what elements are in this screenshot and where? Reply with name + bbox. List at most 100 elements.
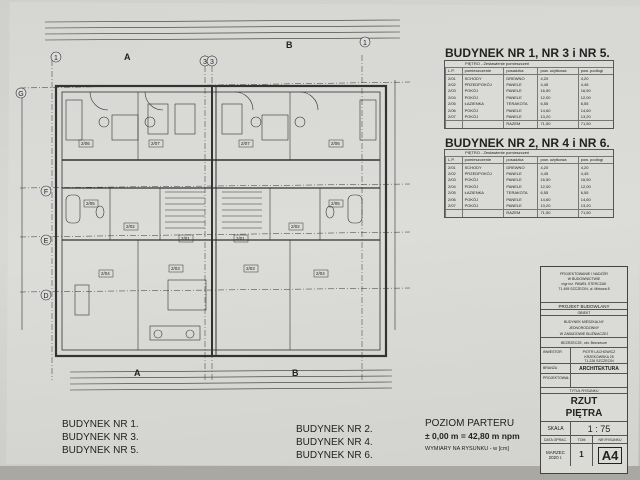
table-cell: 4,45 [577,81,613,89]
room-number: 2/07 [151,141,160,146]
table-cell: 2/06 [445,196,463,203]
room-label-box [238,139,254,148]
sheet-number: A4 [597,446,623,464]
table-caption: PIĘTRO - Zestawienie pomieszczeń [445,150,613,157]
table-cell: 13,20 [577,113,613,121]
column-header: pow. podłogi [577,68,613,76]
drawing-title: RZUT PIĘTRA [541,394,627,422]
table-cell: DREWNO [503,163,538,171]
table-cell: 2/03 [445,88,463,95]
table-cell: POKÓJ [461,177,504,184]
object-description: BUDYNEK MIESZKALNY JEDNORODZINNY W ZABUD… [541,316,627,338]
table-cell: DREWNO [503,74,538,82]
column-header: pow. podłogi [577,157,613,165]
level-title: POZIOM PARTERU [425,418,515,429]
building-label: BUDYNEK NR 1. [62,419,139,430]
total-usable: 71,50 [537,209,579,217]
table-cell: PANELE [503,202,538,210]
table-cell: 16,50 [537,177,579,184]
table-cell: 2/02 [445,81,463,89]
section-marker-a: A [124,52,131,62]
room-number: 2/02 [126,224,135,229]
total-usable: 71,50 [537,120,579,128]
axis-marker: F [40,185,52,197]
room-number: 2/03 [171,266,180,271]
room-label-box [328,199,344,208]
svg-text:1: 1 [54,55,58,62]
section-marker-b: B [286,40,293,50]
building-label: BUDYNEK NR 6. [296,450,373,461]
level-info: POZIOM PARTERU ± 0,00 m = 42,80 m npm WY… [425,418,520,452]
volume: 1 [571,444,593,466]
investor-line: 71-226 SZCZECIN [584,359,614,363]
object-line: W ZABUDOWIE BLIŹNIACZEJ [559,332,609,336]
firm-line: W BUDOWNICTWIE [567,277,601,281]
drawing-title-label: TYTUŁ RYSUNKU [541,388,627,394]
level-value: ± 0,00 m = 42,80 m npm [425,431,520,441]
investor-label: INWESTOR [541,348,571,363]
scale: 1 : 75 [587,424,611,434]
branch-label: BRANŻA [541,364,571,373]
table-cell: 4,20 [577,74,613,82]
room-label-box [288,222,304,231]
room-number: 2/06 [81,141,90,146]
building-list-middle: BUDYNEK NR 2. BUDYNEK NR 4. BUDYNEK NR 6… [296,423,373,462]
table-cell: 13,20 [537,113,579,121]
designer-label: PROJEKTOWAŁ [541,374,571,387]
axis-marker: 3 [206,55,218,67]
firm-line: mgr inż. PAWEŁ STERCZAK [561,282,607,286]
room-number: 2/03 [246,266,255,271]
table-cell: 2/04 [445,183,463,190]
column-header: pomieszczenie [461,68,504,76]
project-type: PROJEKT BUDOWLANY [541,303,627,310]
investor-line: KRZEKOWSKA 25 [584,354,614,359]
firm-line: PROJEKTOWANIE I NADZÓR [560,272,608,276]
table-cell: 6,55 [537,100,579,108]
total-label: RAZEM [503,209,538,217]
table-cell: ŁAZIENKA [461,189,504,197]
svg-text:3: 3 [203,59,207,66]
total-label: RAZEM [503,120,538,128]
location: BEZRZECZE, obr. Bezrzecze [541,338,627,348]
table-cell: 14,60 [537,107,579,114]
total-floor: 71,50 [577,120,613,128]
room-number: 2/05 [86,201,95,206]
room-label-box [233,234,249,243]
section-marker-a-bottom: A [134,368,141,378]
table-cell: 2/01 [445,74,463,82]
scale-row: SKALA 1 : 75 [541,422,627,436]
table-cell: PANELE [503,88,538,95]
column-header: posadzka [503,68,538,76]
building-label: BUDYNEK NR 3. [62,432,139,443]
date-label: DATA OPRAC. [541,436,571,443]
dimensions-note: WYMIARY NA RYSUNKU - w [cm] [425,446,510,452]
table-title-2: BUDYNEK NR 2, NR 4 i NR 6. [445,136,610,150]
column-header: L.P. [445,68,463,76]
investor-line: PIOTR LACHOWICZ [582,350,616,354]
table-cell: PANELE [503,94,538,101]
column-header: pow. użytkowa [537,157,579,165]
building-label: BUDYNEK NR 5. [62,445,139,456]
table-cell: 2/05 [445,189,463,197]
designer-firm: PROJEKTOWANIE I NADZÓR W BUDOWNICTWIE mg… [541,267,627,303]
table-cell: 12,00 [577,183,613,190]
table-cell: POKÓJ [461,88,504,95]
table-cell: 14,60 [537,196,579,203]
svg-text:D: D [43,293,48,300]
table-cell: 16,50 [577,177,613,184]
table-cell: 6,55 [577,189,613,197]
table-cell: PANELE [503,81,538,89]
room-label-box [178,234,194,243]
date: MARZEC 2020 r. [541,444,571,466]
